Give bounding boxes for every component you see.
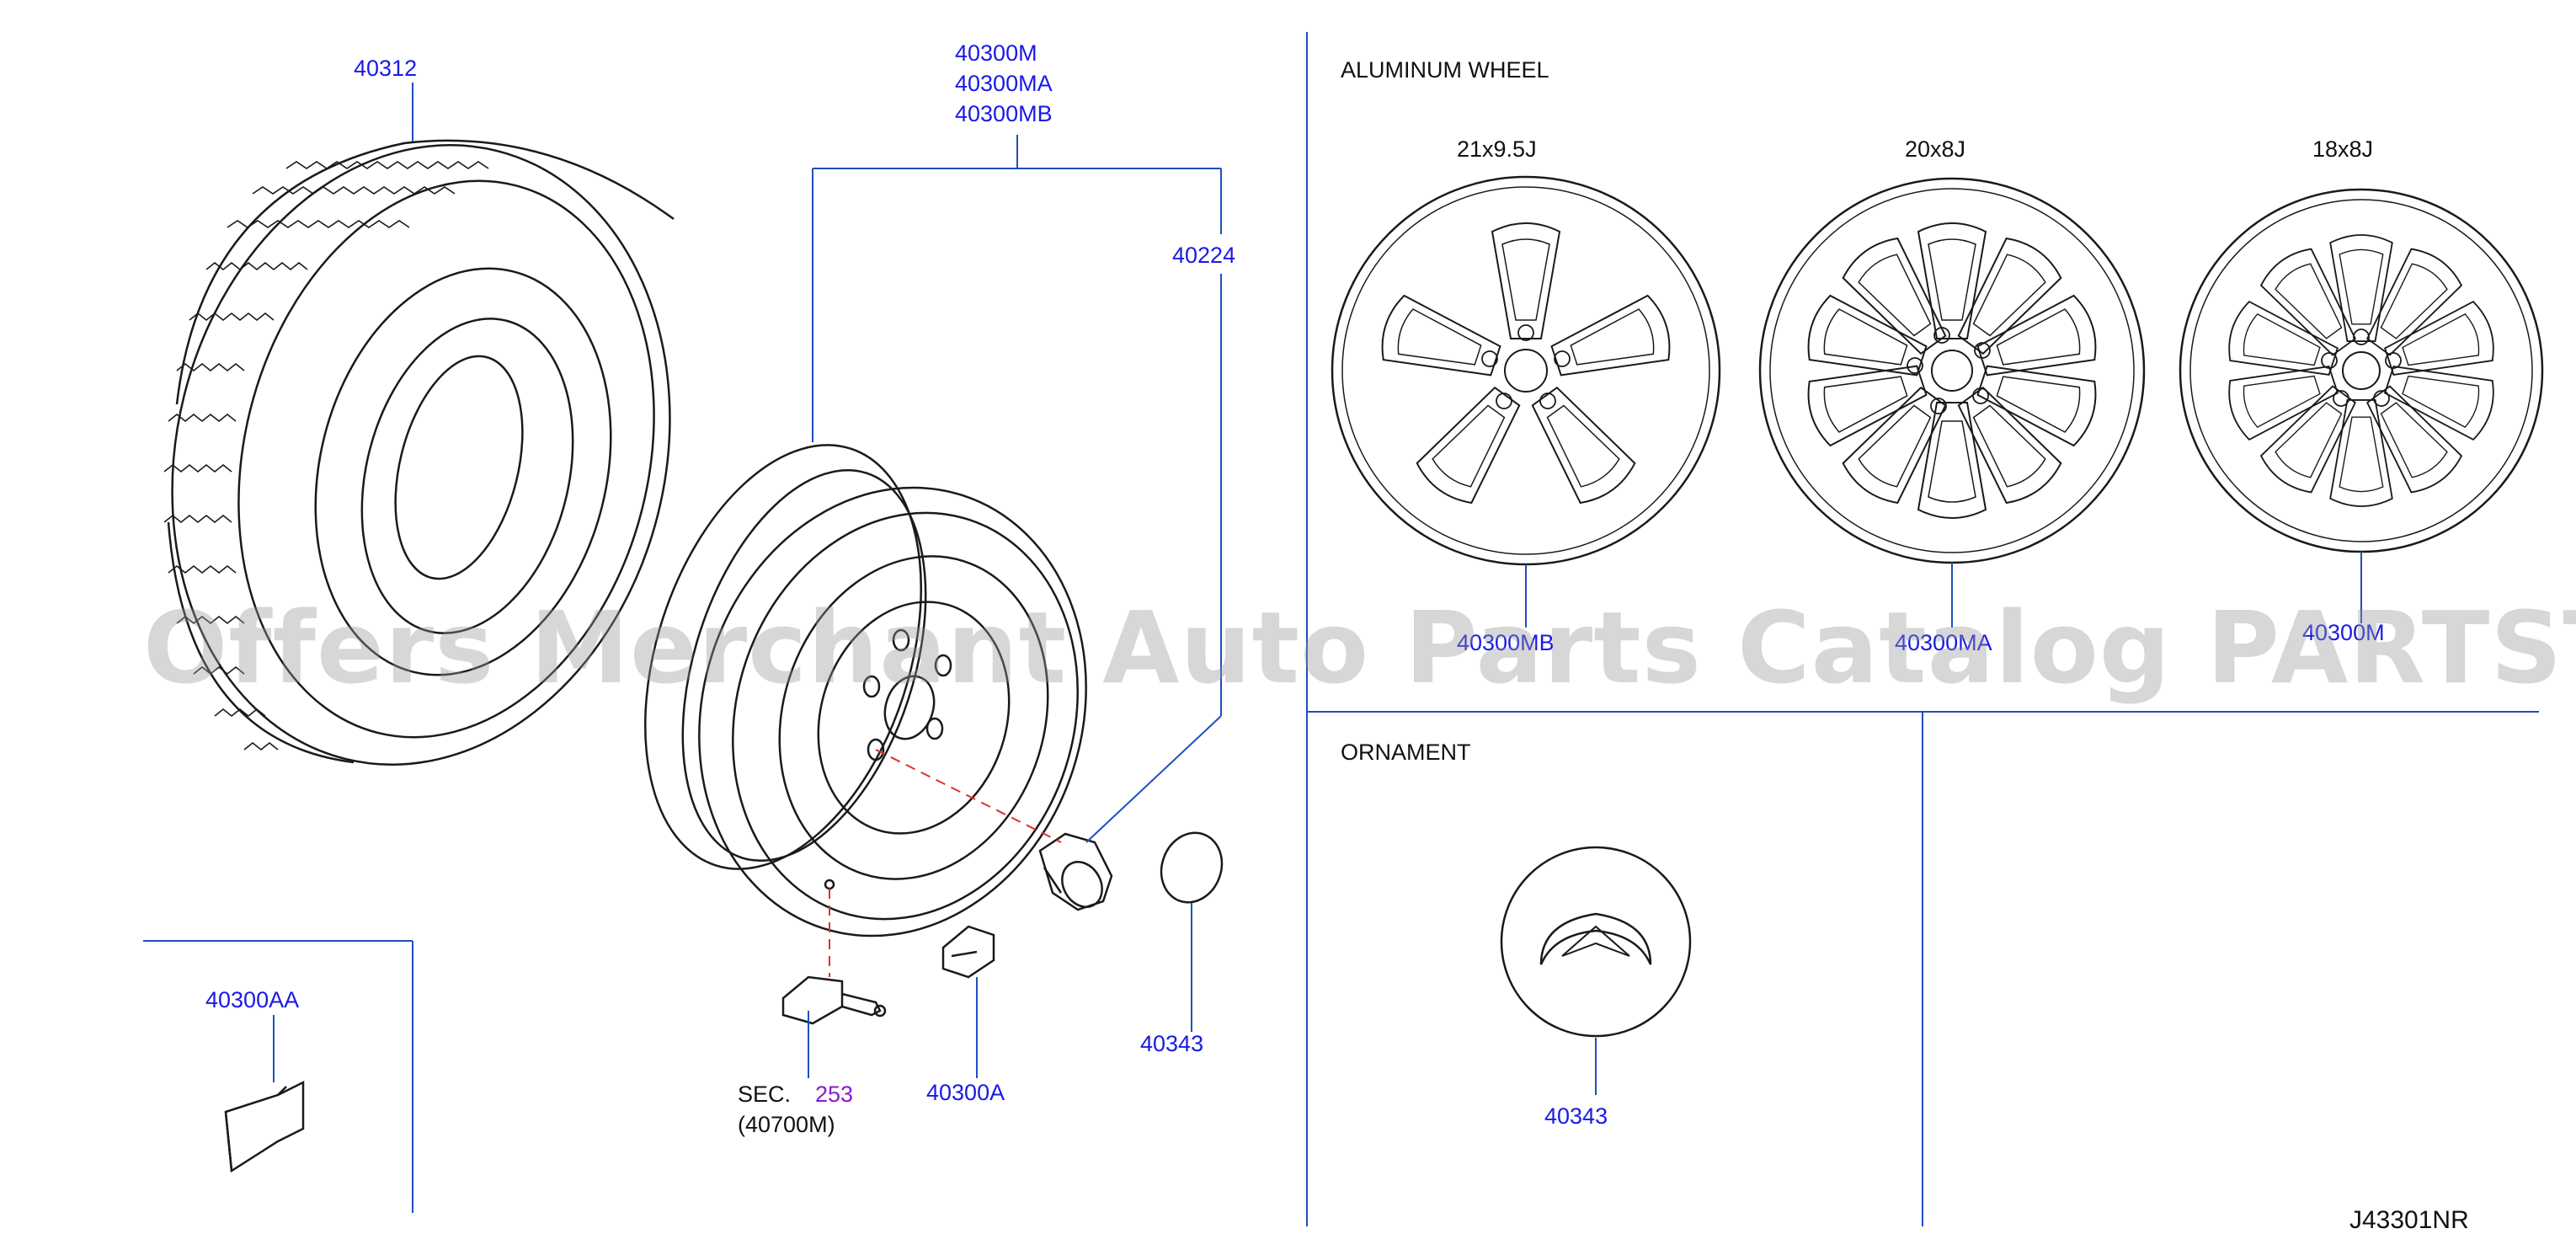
sec-ref-prefix: SEC.	[738, 1082, 792, 1107]
alloy-wheel-20-drawing	[1758, 177, 2146, 564]
part-label-alloy-20[interactable]: 40300MA	[1895, 630, 1992, 655]
balance-weight-drawing	[941, 925, 995, 979]
part-label-wheel-nut[interactable]: 40224	[1172, 243, 1236, 268]
wheel-size-18: 18x8J	[2312, 136, 2374, 162]
part-label-spare-weight[interactable]: 40300AA	[205, 987, 300, 1012]
part-label-steel-wheel-2[interactable]: 40300MA	[955, 71, 1053, 96]
part-label-ornament[interactable]: 40343	[1544, 1103, 1608, 1129]
wheel-nut-drawing	[1038, 832, 1113, 911]
section-title-ornament: ORNAMENT	[1341, 740, 1471, 765]
tpms-sensor-drawing	[781, 975, 887, 1025]
dashed-leaders	[829, 749, 1062, 977]
ornament-drawing	[1500, 846, 1692, 1038]
sec-ref-part: (40700M)	[738, 1112, 835, 1137]
part-label-steel-wheel-1[interactable]: 40300M	[955, 40, 1037, 66]
steel-wheel-drawing	[644, 444, 1087, 938]
panel-dividers	[143, 32, 2539, 1226]
wheel-size-21: 21x9.5J	[1457, 136, 1537, 162]
tire-tread-pattern	[163, 161, 489, 751]
part-label-hub-cap-small[interactable]: 40343	[1140, 1031, 1204, 1056]
part-label-alloy-18[interactable]: 40300M	[2302, 620, 2385, 645]
spare-weight-drawing	[224, 1080, 305, 1173]
wheel-size-20: 20x8J	[1905, 136, 1966, 162]
alloy-wheel-18-drawing	[2179, 188, 2544, 553]
part-label-balance-weight[interactable]: 40300A	[926, 1080, 1005, 1105]
tire-drawing	[167, 139, 675, 766]
section-title-aluminum-wheel: ALUMINUM WHEEL	[1341, 57, 1549, 83]
part-label-steel-wheel-3[interactable]: 40300MB	[955, 101, 1053, 126]
hub-cap-small-drawing	[1160, 831, 1224, 904]
leader-lines	[273, 83, 2362, 1095]
part-label-alloy-21[interactable]: 40300MB	[1457, 630, 1555, 655]
sec-ref-link[interactable]: 253	[815, 1082, 854, 1107]
alloy-wheel-21-drawing	[1331, 175, 1721, 566]
diagram-id: J43301NR	[2349, 1206, 2469, 1234]
part-label-tire[interactable]: 40312	[354, 56, 418, 81]
